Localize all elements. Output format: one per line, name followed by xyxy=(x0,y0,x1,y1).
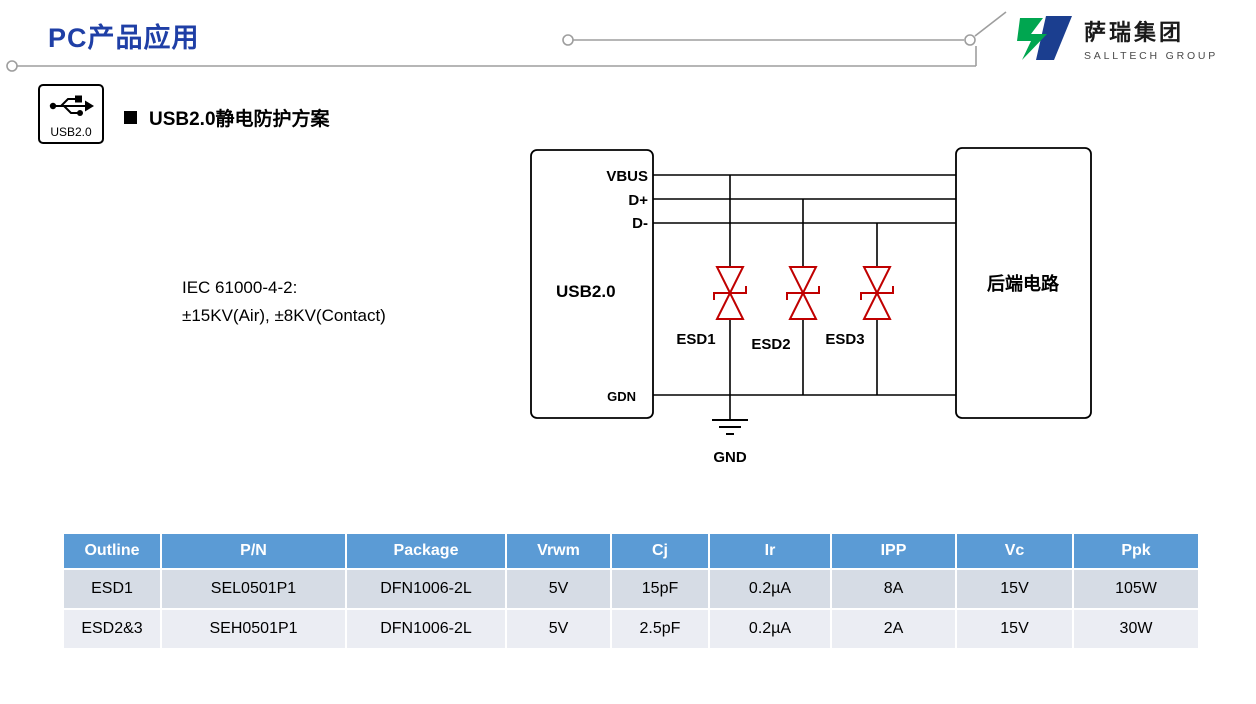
company-subtitle: SALLTECH GROUP xyxy=(1084,49,1219,62)
cell-vc: 15V xyxy=(957,610,1072,648)
esd2-diode-icon xyxy=(786,266,820,320)
section-title: USB2.0静电防护方案 xyxy=(149,109,330,130)
col-header-vc: Vc xyxy=(957,534,1072,568)
backend-box-label: 后端电路 xyxy=(987,273,1060,294)
cell-vc: 15V xyxy=(957,570,1072,608)
cell-outline: ESD1 xyxy=(64,570,160,608)
cell-ipp: 8A xyxy=(832,570,955,608)
iec-standard-note: IEC 61000-4-2: ±15KV(Air), ±8KV(Contact) xyxy=(182,274,386,330)
section-bullet-icon xyxy=(124,111,137,124)
header-decoration-lines xyxy=(6,11,1007,72)
esd1-diode-icon xyxy=(713,266,747,320)
company-logo: 萨瑞集团 SALLTECH GROUP xyxy=(1016,12,1218,64)
col-header-ir: Ir xyxy=(710,534,830,568)
col-header-package: Package xyxy=(347,534,505,568)
pin-label-vbus: VBUS xyxy=(606,168,648,185)
ground-icon xyxy=(712,419,748,435)
col-header-vrwm: Vrwm xyxy=(507,534,610,568)
company-name: 萨瑞集团 xyxy=(1084,19,1185,45)
pin-label-dplus: D+ xyxy=(628,192,648,209)
pin-label-gdn: GDN xyxy=(607,389,636,404)
cell-cj: 2.5pF xyxy=(612,610,708,648)
usb-box-label: USB2.0 xyxy=(556,282,616,301)
cell-package: DFN1006-2L xyxy=(347,610,505,648)
usb-badge: USB2.0 xyxy=(38,84,104,144)
cell-vrwm: 5V xyxy=(507,610,610,648)
cell-pn: SEL0501P1 xyxy=(162,570,345,608)
cell-cj: 15pF xyxy=(612,570,708,608)
cell-vrwm: 5V xyxy=(507,570,610,608)
esd3-label: ESD3 xyxy=(825,331,864,348)
cell-outline: ESD2&3 xyxy=(64,610,160,648)
company-logo-icon xyxy=(1017,16,1072,60)
col-header-pn: P/N xyxy=(162,534,345,568)
company-logo-text: 萨瑞集团 SALLTECH GROUP xyxy=(1084,15,1218,62)
col-header-ipp: IPP xyxy=(832,534,955,568)
iec-note-line1: IEC 61000-4-2: xyxy=(182,278,298,297)
cell-package: DFN1006-2L xyxy=(347,570,505,608)
col-header-outline: Outline xyxy=(64,534,160,568)
usb-icon xyxy=(49,95,94,116)
cell-ir: 0.2µA xyxy=(710,570,830,608)
backend-box xyxy=(955,147,1092,419)
page-title: PC产品应用 xyxy=(48,23,200,53)
iec-note-line2: ±15KV(Air), ±8KV(Contact) xyxy=(182,306,386,325)
table-header-row: Outline P/N Package Vrwm Cj Ir IPP Vc Pp… xyxy=(64,534,1198,568)
esd3-diode-icon xyxy=(860,266,894,320)
cell-ppk: 105W xyxy=(1074,570,1198,608)
usb-badge-label: USB2.0 xyxy=(50,125,92,139)
col-header-ppk: Ppk xyxy=(1074,534,1198,568)
cell-ir: 0.2µA xyxy=(710,610,830,648)
table-row: ESD1 SEL0501P1 DFN1006-2L 5V 15pF 0.2µA … xyxy=(64,570,1198,608)
usb-source-box xyxy=(530,149,654,419)
esd1-label: ESD1 xyxy=(676,331,715,348)
col-header-cj: Cj xyxy=(612,534,708,568)
cell-pn: SEH0501P1 xyxy=(162,610,345,648)
section-header: USB2.0静电防护方案 xyxy=(124,104,330,131)
cell-ipp: 2A xyxy=(832,610,955,648)
spec-table: Outline P/N Package Vrwm Cj Ir IPP Vc Pp… xyxy=(62,532,1200,650)
ground-label: GND xyxy=(713,449,747,466)
cell-ppk: 30W xyxy=(1074,610,1198,648)
table-row: ESD2&3 SEH0501P1 DFN1006-2L 5V 2.5pF 0.2… xyxy=(64,610,1198,648)
pin-label-dminus: D- xyxy=(632,215,648,232)
esd2-label: ESD2 xyxy=(751,336,790,353)
